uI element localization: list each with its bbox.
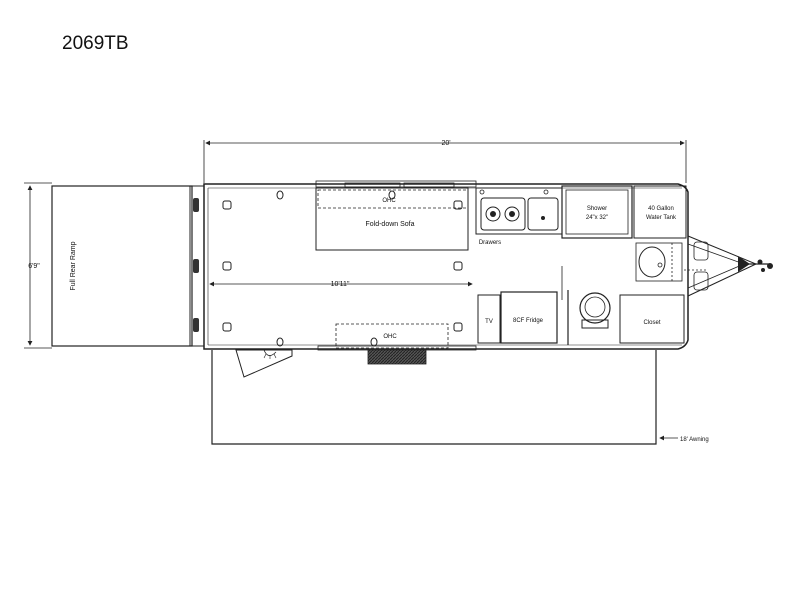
entry-step bbox=[367, 349, 427, 365]
rear-ramp: Full Rear Ramp bbox=[51, 185, 205, 347]
water-tank: 40 Gallon Water Tank bbox=[633, 185, 687, 239]
cooktop bbox=[480, 197, 526, 231]
burner-left-icon bbox=[485, 206, 501, 222]
ramp-latch-mid bbox=[193, 259, 199, 273]
fridge-label: 8CF Fridge bbox=[513, 318, 544, 324]
sofa-label: Fold-down Sofa bbox=[365, 221, 414, 228]
fridge: 8CF Fridge bbox=[500, 291, 558, 344]
ohc-top: OHC bbox=[317, 189, 469, 209]
tv-cabinet: TV bbox=[477, 294, 501, 344]
ohc-bottom-label: OHC bbox=[383, 334, 397, 340]
ohc-top-label: OHC bbox=[382, 198, 396, 204]
drawers-label: Drawers bbox=[479, 240, 501, 246]
tank-label: 40 Gallon bbox=[648, 206, 674, 212]
fold-down-sofa: Fold-down Sofa bbox=[315, 180, 477, 251]
interior-length-label: 10'11" bbox=[331, 281, 350, 288]
overall-length-dimension: 20' bbox=[203, 140, 687, 183]
galley-counter: Drawers bbox=[475, 187, 563, 246]
tv-label: TV bbox=[485, 319, 493, 325]
awning-label: 18' Awning bbox=[680, 437, 709, 443]
tank-label-2: Water Tank bbox=[646, 215, 677, 221]
width-dimension: 6'9" bbox=[24, 182, 52, 349]
ramp-latch-bottom bbox=[193, 318, 199, 332]
ramp-label: Full Rear Ramp bbox=[70, 241, 77, 290]
toilet bbox=[579, 292, 611, 329]
shower-label: Shower bbox=[587, 206, 607, 212]
ohc-bottom: OHC bbox=[317, 323, 477, 351]
shower: Shower 24"x 32" bbox=[561, 185, 633, 239]
tie-down-points bbox=[222, 190, 463, 347]
width-label: 6'9" bbox=[28, 263, 40, 270]
galley-sink bbox=[527, 197, 559, 231]
closet: Closet bbox=[619, 294, 685, 344]
trailer-hitch bbox=[687, 235, 773, 297]
floorplan-title: 2069TB bbox=[62, 33, 129, 54]
entry-door bbox=[235, 349, 293, 378]
burner-right-icon bbox=[504, 206, 520, 222]
interior-length-dimension: 10'11" bbox=[209, 281, 473, 288]
ramp-latch-top bbox=[193, 198, 199, 212]
shower-size-label: 24"x 32" bbox=[586, 215, 608, 221]
awning: 18' Awning bbox=[211, 350, 709, 445]
closet-label: Closet bbox=[643, 320, 660, 326]
bathroom-sink bbox=[635, 242, 708, 282]
overall-length-label: 20' bbox=[441, 140, 450, 147]
